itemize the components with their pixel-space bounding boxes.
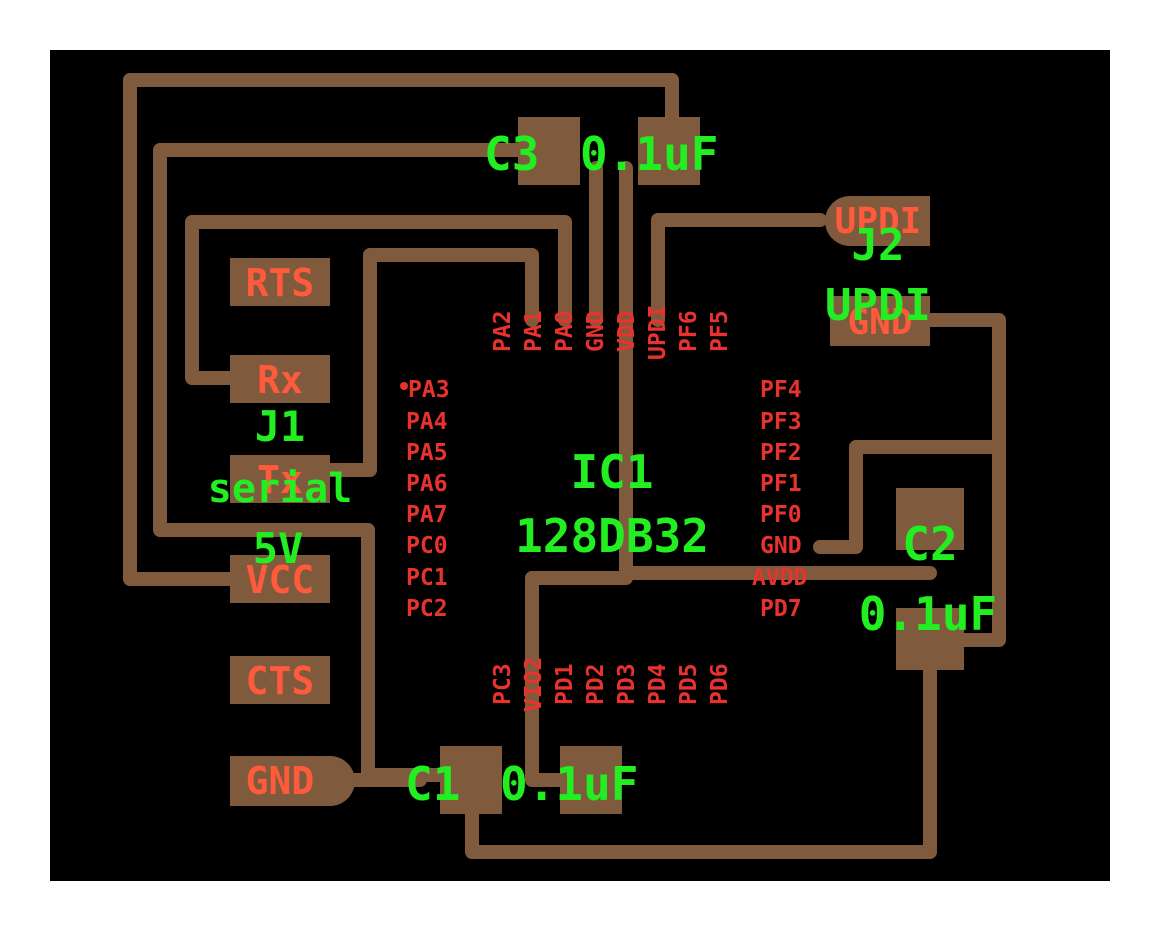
c3-value-label: 0.1uF [580,127,718,181]
ic1-pin-pc0: PC0 [406,533,448,559]
trace-tx-pa1 [313,248,539,477]
ic1-pin-pa3: PA3 [408,377,450,403]
ic1-pin-pc1: PC1 [406,565,448,591]
trace-vcc-loop [123,73,679,586]
c2-pad-1 [896,488,964,550]
j1-pad-cts [230,656,330,704]
j1-pad-vcc [230,555,330,603]
j1-pin-gnd-label: GND [246,759,315,803]
c1-pad-1 [440,746,502,814]
ic1-pin-pd4: PD4 [645,663,671,705]
ic1-left-pins: PA3 PA4 PA5 PA6 PA7 PC0 PC1 PC2 [400,377,450,622]
ic1-top-pins: PA2 PA1 PA0 GND VDD UPDI PF6 PF5 [490,305,733,360]
ic1-bottom-pins: PC3 VIO2 PD1 PD2 PD3 PD4 PD5 PD6 [490,657,733,712]
capacitor-pads [440,117,964,814]
j1-voltage-label: 5V [253,524,304,573]
trace-ic-gnd [813,440,1006,554]
trace-updi [651,213,827,327]
ic1-pin1-marker [400,382,408,390]
ic1-pin-pa5: PA5 [406,440,448,466]
ic1-pin-pd5: PD5 [676,663,702,705]
j1-pin-vcc-label: VCC [246,558,315,602]
j1-ref-label: J1 [255,402,306,451]
ic1-ref-label: IC1 [570,445,653,499]
j1-pin-cts-label: CTS [246,659,315,703]
trace-c1-c2 [465,663,937,859]
c2-pad-2 [896,608,964,670]
j1-pin-rx-label: Rx [257,358,303,402]
j2-ref-label: J2 [852,220,905,271]
ic1-pin-gnd-top: GND [583,310,609,352]
ic1-pin-pd1: PD1 [552,663,578,705]
j1-pad-rts [230,258,330,306]
c1-value-label: 0.1uF [500,757,638,811]
j1-pad-tx [230,455,330,503]
c3-pad-1 [518,117,580,185]
ic1-pin-updi: UPDI [645,305,671,360]
traces [123,73,1006,859]
ic1-pin-avdd: AVDD [752,565,807,591]
j1-name-label: serial [208,466,353,512]
ic1-right-pins: PF4 PF3 PF2 PF1 PF0 GND AVDD PD7 [752,377,807,622]
c1-ref-label: C1 [405,757,460,811]
ic1-pin-pf1: PF1 [760,471,802,497]
c2-ref-label: C2 [902,517,957,571]
j1-pad-rx [230,355,330,403]
trace-vio2-c1 [525,571,633,697]
j1-pads [230,258,355,806]
ic1-pin-pf3: PF3 [760,409,802,435]
ic1-pin-pd2: PD2 [583,663,609,705]
j1-pad-gnd [230,756,355,806]
part-labels: J1 serial 5V J2 UPDI IC1 128DB32 C3 0.1u… [208,127,997,811]
c2-value-label: 0.1uF [859,587,997,641]
ic1-pin-pa2: PA2 [490,310,516,352]
c3-ref-label: C3 [484,127,539,181]
j1-pad-labels: RTS Rx Tx VCC CTS GND [246,261,315,803]
j2-pad-labels: UPDI GND [835,201,922,343]
j2-pad-gnd [830,296,930,346]
ic1-pin-pa4: PA4 [406,409,448,435]
ic1-pin-pf0: PF0 [760,502,802,528]
ic1-value-label: 128DB32 [515,509,709,563]
ic1-pin-pd7: PD7 [760,596,802,622]
ic1-pin-pa6: PA6 [406,471,448,497]
c1-pad-2 [560,746,622,814]
ic1-pin-pf4: PF4 [760,377,802,403]
ic1-pin-pf6: PF6 [676,310,702,352]
trace-j2-gnd [923,313,1006,647]
j2-pads [825,196,930,346]
j2-pin-updi-label: UPDI [835,201,922,242]
j1-pin-tx-label: Tx [257,458,303,502]
j2-pin-gnd-label: GND [847,302,912,343]
ic1-pin-pa0: PA0 [552,310,578,352]
ic1-pin-pd3: PD3 [614,663,640,705]
j2-pad-updi [825,196,930,246]
ic1-pin-pa1: PA1 [521,310,547,352]
ic1-pin-gnd-right: GND [760,533,802,559]
ic1-pin-pc2: PC2 [406,596,448,622]
ic1-pin-vdd: VDD [614,310,640,352]
trace-vio2-cap [525,683,567,787]
j1-pin-rts-label: RTS [246,261,315,305]
j2-name-label: UPDI [825,280,931,331]
ic1-pin-vio2: VIO2 [521,657,547,712]
ic1-pin-pa7: PA7 [406,502,448,528]
ic1-pin-pf2: PF2 [760,440,802,466]
c3-pad-2 [638,117,700,185]
trace-rx-pa0 [185,215,572,385]
ic1-pin-pf5: PF5 [707,310,733,352]
ic1-pin-pd6: PD6 [707,663,733,705]
ic1-pin-pc3: PC3 [490,663,516,705]
